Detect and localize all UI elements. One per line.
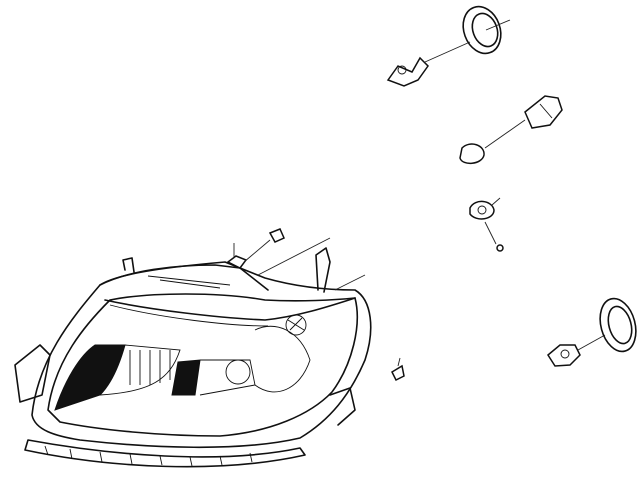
fog-seal xyxy=(599,297,637,353)
mounting-clip xyxy=(243,228,366,291)
low-beam-bulb xyxy=(386,41,471,87)
high-beam-socket xyxy=(459,95,563,164)
adjuster-screw xyxy=(391,357,405,382)
fog-bulb xyxy=(547,334,606,367)
low-beam-seal xyxy=(462,5,511,55)
headlamp-housing xyxy=(14,243,372,468)
side-marker-bulb xyxy=(469,197,504,252)
